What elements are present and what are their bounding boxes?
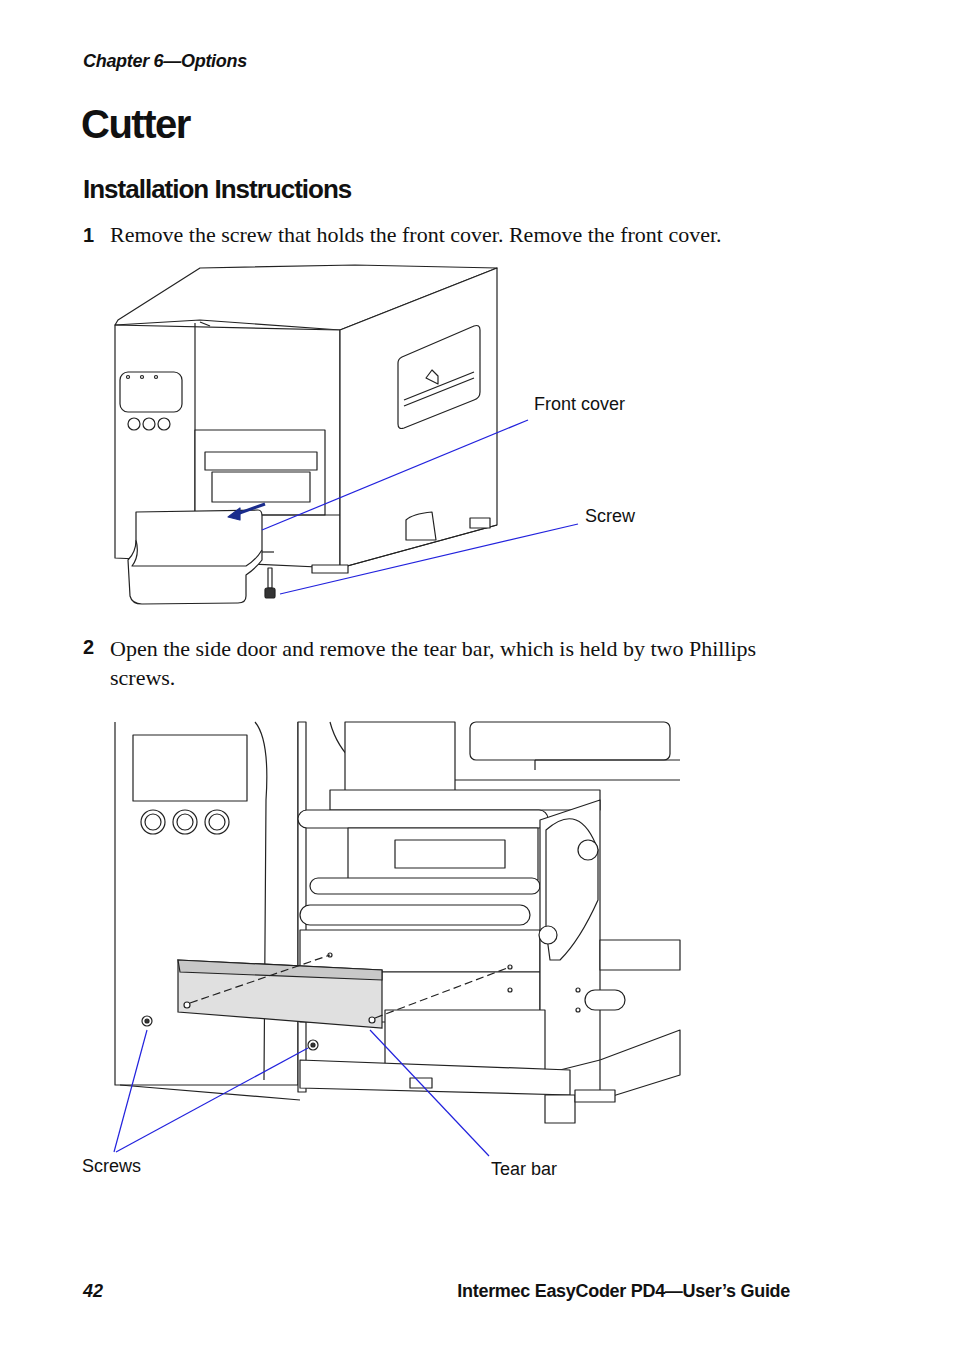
part-label: Tear bar <box>491 1159 557 1181</box>
step-number: 1 <box>83 223 94 247</box>
step-text: Remove the screw that holds the front co… <box>110 222 870 248</box>
tear-bar-illustration <box>142 955 510 1050</box>
part-label: Screw <box>585 506 635 528</box>
part-label: Front cover <box>534 394 625 416</box>
step-text: Open the side door and remove the tear b… <box>110 634 770 692</box>
leader-line <box>114 420 578 1156</box>
page-title: Cutter <box>81 100 190 148</box>
page-number: 42 <box>83 1281 103 1303</box>
chapter-header: Chapter 6—Options <box>83 51 247 73</box>
footer-title: Intermec EasyCoder PD4—User’s Guide <box>360 1281 790 1303</box>
part-label: Screws <box>82 1156 141 1178</box>
section-heading: Installation Instructions <box>83 174 351 205</box>
printer-illustration <box>115 265 680 1123</box>
step-number: 2 <box>83 635 94 659</box>
